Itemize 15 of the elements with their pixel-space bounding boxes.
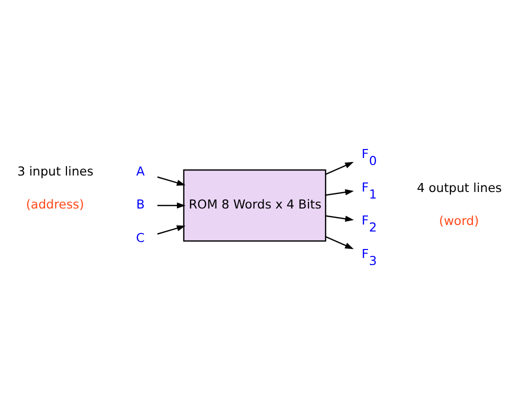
label: (address) [26,197,84,212]
label: (word) [439,214,479,228]
node-text: B [136,197,145,212]
label: 4 output lines [416,180,502,194]
node-text: C [136,230,145,244]
node-text: A [136,164,145,178]
arrow [326,214,354,222]
arrow [325,161,354,174]
arrow [325,236,354,249]
label: 3 input lines [17,164,94,178]
arrow [326,188,354,196]
node-box: ROM 8 Words x 4 Bits [183,168,326,242]
arrow [157,202,186,208]
arrow [157,224,186,234]
arrow [157,176,186,186]
